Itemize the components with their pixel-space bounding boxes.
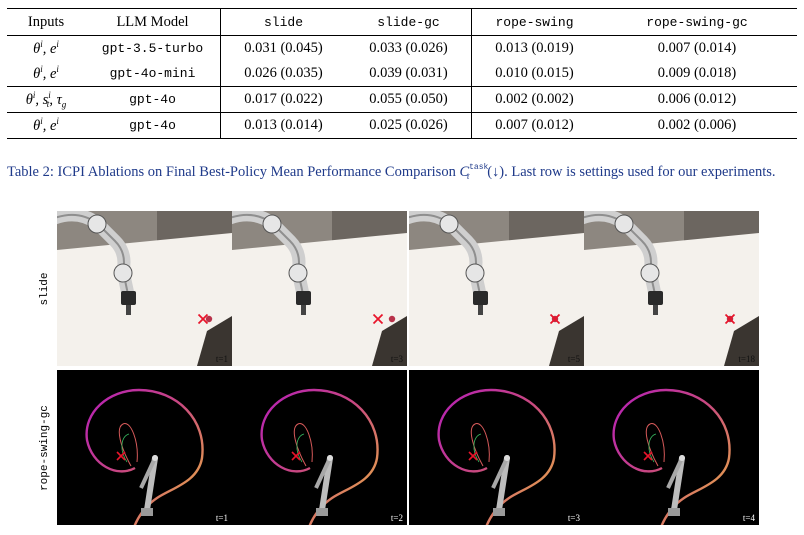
caption-arrow: (↓). <box>483 164 512 180</box>
table-row: θi, ei gpt-4o-mini 0.026 (0.035) 0.039 (… <box>7 61 797 87</box>
caption-rest: Last row is settings used for our experi… <box>511 164 776 180</box>
table-row: θi, ei gpt-4o 0.013 (0.014) 0.025 (0.026… <box>7 112 797 139</box>
slide-gc-cell: 0.033 (0.026) <box>346 35 472 61</box>
slide-cell: 0.026 (0.035) <box>244 65 323 81</box>
rope-swing-gc-cell: 0.006 (0.012) <box>597 86 797 113</box>
caption-superscript: task <box>469 163 489 172</box>
slide-gc-cell: 0.055 (0.050) <box>346 86 472 113</box>
rope-swing-cell: 0.013 (0.019) <box>495 40 574 56</box>
rope-swing-gc-cell: 0.009 (0.018) <box>657 65 737 81</box>
inputs-formula: θi, ei <box>7 112 85 139</box>
slide-frame: t=1 <box>57 211 232 366</box>
table-row: θi, ei gpt-3.5-turbo 0.031 (0.045) 0.033… <box>7 35 797 61</box>
header-slide-gc: slide-gc <box>346 8 472 36</box>
header-inputs: Inputs <box>7 8 85 36</box>
inputs-formula: θi, sit, τg <box>7 86 85 113</box>
ablation-table: Inputs LLM Model slide slide-gc rope-swi… <box>7 8 797 139</box>
model-cell: gpt-4o <box>85 86 221 113</box>
time-label: t=18 <box>738 354 755 364</box>
time-label: t=2 <box>390 513 403 523</box>
table-caption: Table 2: ICPI Ablations on Final Best-Po… <box>7 159 799 185</box>
time-label: t=3 <box>567 513 580 523</box>
slide-frame: t=18 <box>584 211 759 366</box>
rope-swing-frame: t=1 <box>57 370 232 525</box>
header-rope-swing: rope-swing <box>471 8 597 36</box>
trajectory-figure: slide rope-swing-gc t=1 t=3 t=5 t=18 t=1 t=2… <box>34 211 759 529</box>
model-cell: gpt-3.5-turbo <box>85 35 221 61</box>
header-rope-swing-gc: rope-swing-gc <box>597 8 797 36</box>
model-cell: gpt-4o <box>85 112 221 139</box>
rope-swing-frame: t=2 <box>232 370 407 525</box>
rope-swing-cell: 0.010 (0.015) <box>495 65 574 81</box>
time-label: t=4 <box>742 513 755 523</box>
caption-prefix: Table 2: ICPI Ablations on Final Best-Po… <box>7 164 460 180</box>
model-cell: gpt-4o-mini <box>85 61 221 87</box>
rope-swing-gc-cell: 0.007 (0.014) <box>657 40 737 56</box>
slide-cell: 0.013 (0.014) <box>220 112 346 139</box>
slide-cell: 0.017 (0.022) <box>220 86 346 113</box>
slide-frame: t=3 <box>232 211 407 366</box>
header-slide: slide <box>220 8 346 36</box>
time-label: t=1 <box>215 513 228 523</box>
row-label-rope-swing-gc: rope-swing-gc <box>39 404 51 491</box>
rope-swing-frame: t=3 <box>409 370 584 525</box>
caption-symbol: C <box>459 164 470 180</box>
time-label: t=3 <box>390 354 403 364</box>
slide-frame: t=5 <box>409 211 584 366</box>
inputs-formula: θi, ei <box>33 39 59 57</box>
rope-swing-cell: 0.002 (0.002) <box>471 86 597 113</box>
rope-swing-cell: 0.007 (0.012) <box>471 112 597 139</box>
table-row: θi, sit, τg gpt-4o 0.017 (0.022) 0.055 (… <box>7 86 797 113</box>
inputs-formula: θi, ei <box>33 64 59 82</box>
time-label: t=1 <box>215 354 228 364</box>
slide-gc-cell: 0.039 (0.031) <box>346 61 472 87</box>
header-llm-model: LLM Model <box>85 8 221 36</box>
caption-subscript: τ <box>466 171 470 181</box>
rope-swing-frame: t=4 <box>584 370 759 525</box>
slide-gc-cell: 0.025 (0.026) <box>346 112 472 139</box>
slide-cell: 0.031 (0.045) <box>244 40 323 56</box>
table-header-row: Inputs LLM Model slide slide-gc rope-swi… <box>7 8 797 36</box>
row-label-slide: slide <box>39 271 51 306</box>
rope-swing-gc-cell: 0.002 (0.006) <box>597 112 797 139</box>
time-label: t=5 <box>567 354 580 364</box>
